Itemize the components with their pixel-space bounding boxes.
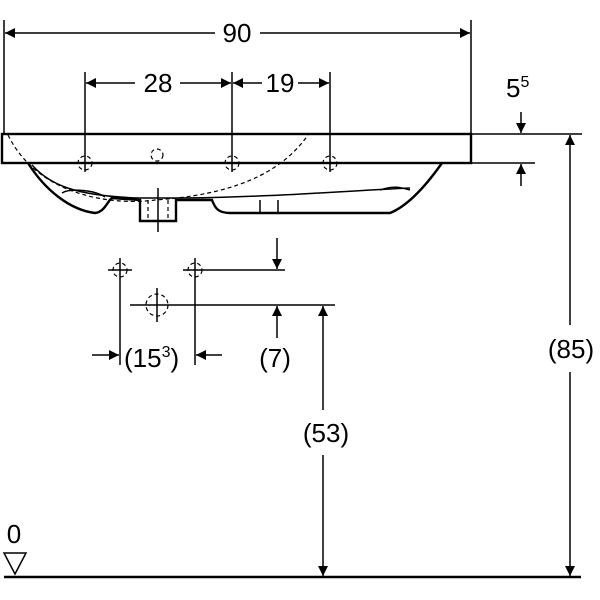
drain-height-dimension: (53) xyxy=(303,306,349,576)
tap-spacing-dimension: 28 19 xyxy=(84,68,331,172)
drain-spacing-prefix: (15 xyxy=(124,343,162,373)
tap-spacing-left-label: 28 xyxy=(144,68,173,98)
drain-height-label: (53) xyxy=(303,418,349,448)
drain-spacing-suffix: ) xyxy=(170,343,179,373)
basin-outline xyxy=(0,132,473,232)
rim-thickness-dimension: 55 xyxy=(342,73,582,186)
svg-text:55: 55 xyxy=(506,73,529,103)
tap-spacing-right-label: 19 xyxy=(266,68,295,98)
drain-offset-label: (7) xyxy=(259,343,291,373)
width-label: 90 xyxy=(223,18,252,48)
rim-thickness-sup: 5 xyxy=(520,74,529,91)
total-height-dimension: (85) xyxy=(548,135,594,576)
total-height-label: (85) xyxy=(548,334,594,364)
floor-level-label: 0 xyxy=(7,519,21,549)
svg-text:(153): (153) xyxy=(124,343,179,373)
width-dimension: 90 xyxy=(3,18,472,134)
rim-thickness-base: 5 xyxy=(506,73,520,103)
drain-spacing-sup: 3 xyxy=(162,344,171,361)
drain-position: (153) (7) xyxy=(92,238,335,373)
floor-level: 0 xyxy=(2,519,581,579)
